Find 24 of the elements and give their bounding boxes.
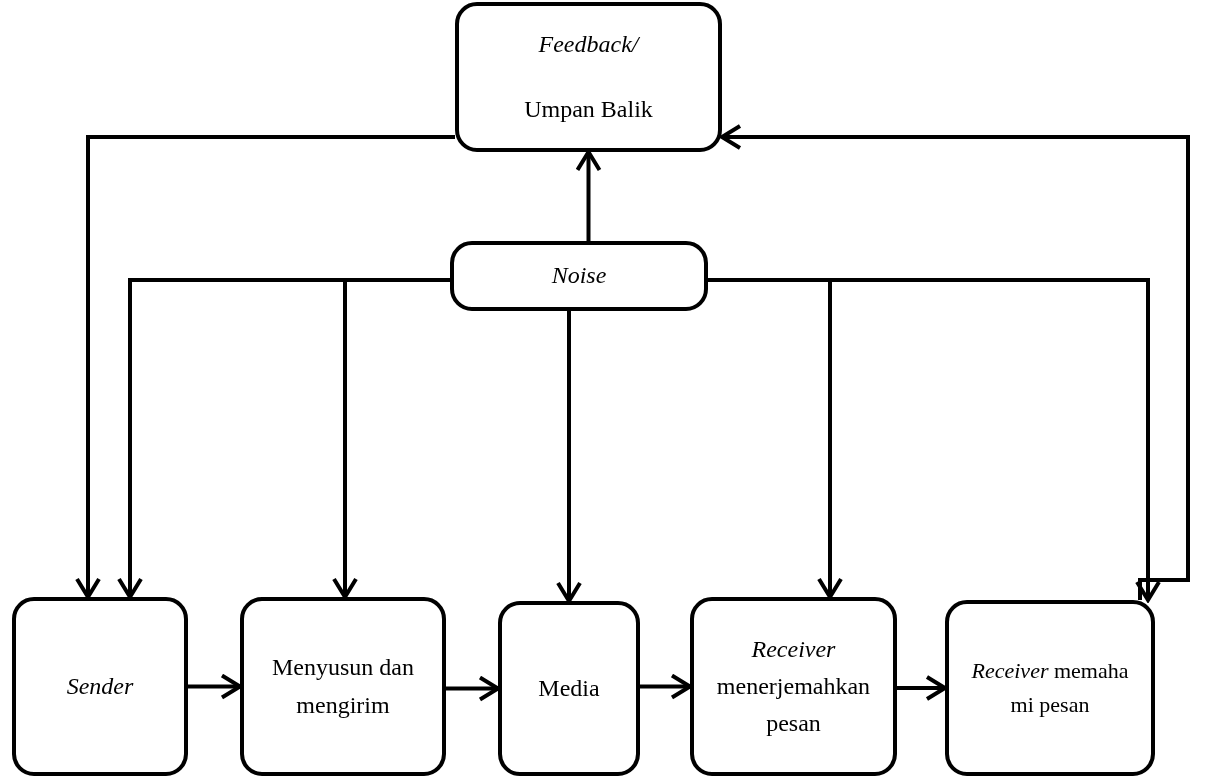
arrow: [897, 675, 947, 701]
box-text: Menyusun dan mengirim: [271, 653, 415, 720]
arrow: [75, 135, 455, 599]
box-text: Receiver memahami pesan: [970, 656, 1130, 719]
box-text: Noise: [551, 261, 607, 291]
arrow: [188, 673, 242, 700]
box-text: Feedback/: [538, 29, 639, 59]
process-box: [12, 597, 188, 776]
process-box: [498, 601, 640, 776]
arrow: [575, 150, 602, 241]
process-box: [450, 241, 708, 311]
process-box: [240, 597, 446, 776]
arrow: [446, 675, 500, 702]
process-box: [945, 600, 1155, 776]
arrow: [556, 311, 582, 603]
arrow: [640, 673, 692, 700]
box-text: Umpan Balik: [524, 94, 653, 124]
process-box: [690, 597, 897, 776]
arrow: [332, 278, 450, 599]
box-text: Sender: [66, 671, 134, 701]
box-text: Media: [538, 673, 600, 703]
box-text: Receiver menerjemahkan pesan: [715, 634, 872, 739]
arrow: [720, 124, 1190, 600]
process-box: [455, 2, 722, 152]
